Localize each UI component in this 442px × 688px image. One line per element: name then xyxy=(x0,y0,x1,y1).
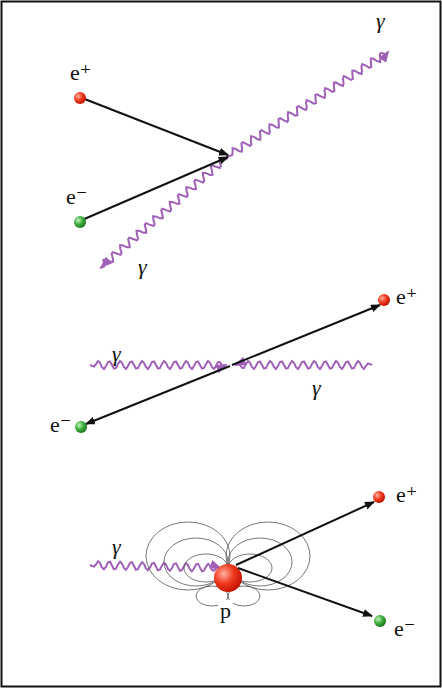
photon-label: γ xyxy=(138,256,147,278)
positron-dot xyxy=(373,491,385,503)
photon-wave xyxy=(90,361,226,369)
proton-label: p xyxy=(218,600,233,622)
particle-label: e⁻ xyxy=(394,618,415,640)
photon-label: γ xyxy=(112,536,121,558)
positron-dot xyxy=(74,92,86,104)
particle-label: e⁺ xyxy=(396,484,417,506)
electron-dot xyxy=(75,421,87,433)
electron-track xyxy=(238,568,372,616)
electron-track xyxy=(86,366,230,424)
proton xyxy=(214,564,242,592)
photon-lines xyxy=(90,52,388,571)
positron-track xyxy=(236,502,374,565)
photon-wave xyxy=(228,52,388,156)
positron-track xyxy=(232,305,380,365)
electron-track xyxy=(82,157,228,220)
particle-label: e⁺ xyxy=(70,62,91,84)
photon-wave xyxy=(100,156,228,268)
particle-label: e⁻ xyxy=(50,414,71,436)
electron-dot xyxy=(74,216,86,228)
photon-label: γ xyxy=(376,10,385,32)
particle-label: e⁺ xyxy=(396,286,417,308)
photon-arrowhead xyxy=(100,257,112,268)
particle-label: e⁻ xyxy=(66,186,87,208)
field-lines xyxy=(146,522,310,606)
photon-label: γ xyxy=(312,377,321,399)
photon-wave xyxy=(90,561,220,571)
photon-label: γ xyxy=(112,343,121,365)
electron-dot xyxy=(374,615,386,627)
photon-wave xyxy=(236,361,372,369)
positron-track xyxy=(82,98,228,155)
positron-dot xyxy=(378,294,390,306)
